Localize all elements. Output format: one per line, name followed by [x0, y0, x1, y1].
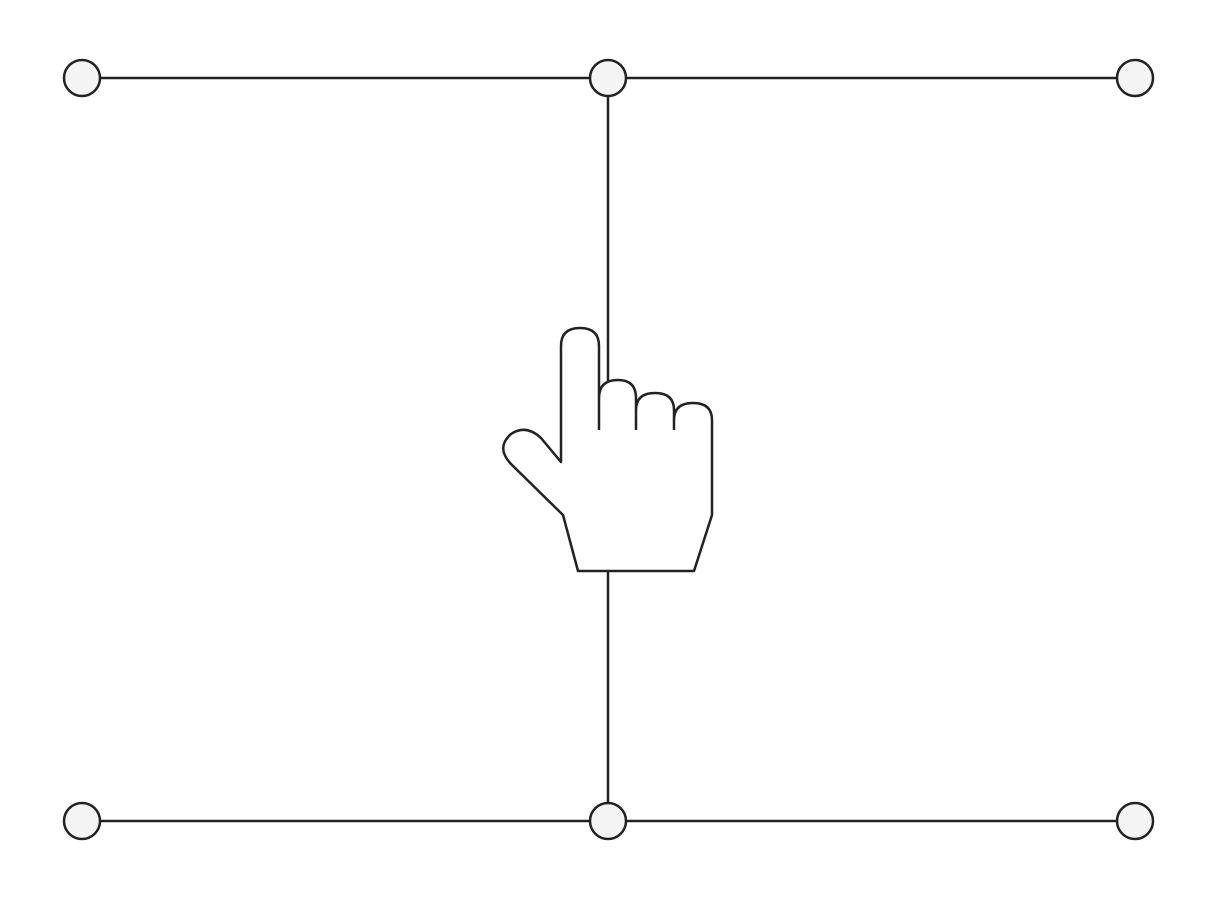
node-bottom-left[interactable] [62, 801, 102, 841]
node-top-right[interactable] [1115, 58, 1155, 98]
node-bottom-right[interactable] [1115, 801, 1155, 841]
node-top-left[interactable] [62, 58, 102, 98]
node-top-center[interactable] [588, 58, 628, 98]
node-layer [62, 58, 1155, 841]
pointing-hand-icon [502, 326, 714, 573]
node-bottom-center[interactable] [588, 801, 628, 841]
